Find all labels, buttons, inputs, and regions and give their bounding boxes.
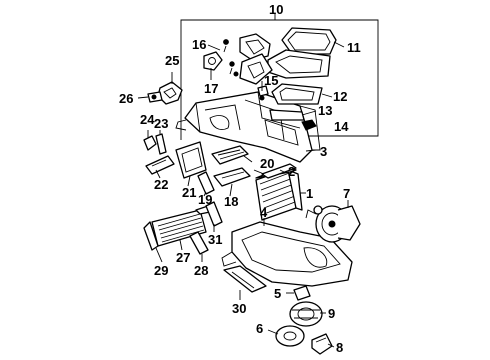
filter-18 — [213, 167, 251, 187]
callout-19: 19 — [198, 192, 212, 207]
heater-core — [143, 205, 211, 251]
small-screws — [223, 39, 265, 101]
callout-23: 23 — [154, 116, 168, 131]
callout-21: 21 — [182, 185, 196, 200]
callout-20: 20 — [260, 156, 274, 171]
callout-24: 24 — [140, 112, 155, 127]
blower-wheel-9 — [289, 301, 323, 327]
hose-connector-26 — [147, 91, 163, 103]
air-inlet-duct — [281, 27, 337, 55]
callout-10: 10 — [269, 2, 283, 17]
seal-31 — [205, 201, 223, 227]
callout-9: 9 — [328, 306, 335, 321]
callout-12: 12 — [333, 89, 347, 104]
callout-17: 17 — [204, 81, 218, 96]
connector-22 — [145, 155, 175, 175]
blower-motor — [305, 205, 361, 243]
kit-group-box — [180, 14, 379, 140]
callout-4: 4 — [260, 205, 268, 220]
callout-26: 26 — [119, 91, 133, 106]
harness-8 — [311, 333, 333, 355]
callout-27: 27 — [176, 250, 190, 265]
callout-15: 15 — [264, 73, 278, 88]
callout-7: 7 — [343, 186, 350, 201]
duct-30 — [223, 265, 267, 293]
leader-lines — [137, 41, 349, 348]
callout-25: 25 — [165, 53, 179, 68]
mode-door-assembly — [239, 53, 273, 85]
clip-15 — [257, 85, 269, 97]
callout-13: 13 — [318, 103, 332, 118]
callout-14: 14 — [334, 119, 349, 134]
actuator-bracket — [239, 33, 271, 61]
blower-housing-6 — [275, 325, 305, 347]
sensor-23 — [155, 133, 167, 155]
callout-30: 30 — [232, 301, 246, 316]
callout-31: 31 — [208, 232, 222, 247]
seal-19 — [197, 171, 215, 195]
callout-2: 2 — [288, 164, 295, 179]
callout-6: 6 — [256, 321, 263, 336]
callout-labels: 10 11 12 13 14 15 16 17 25 26 24 23 22 2… — [119, 2, 361, 355]
filter-20 — [211, 145, 249, 165]
resistor-5 — [293, 285, 311, 301]
blend-door — [271, 83, 323, 105]
callout-28: 28 — [194, 263, 208, 278]
callout-1: 1 — [306, 186, 313, 201]
seal-28 — [189, 231, 209, 255]
harness-clip-24 — [143, 135, 157, 151]
vacuum-motor — [203, 51, 223, 71]
callout-11: 11 — [347, 40, 361, 55]
callout-3: 3 — [320, 144, 327, 159]
callout-29: 29 — [154, 263, 168, 278]
door-seal — [269, 109, 305, 121]
callout-8: 8 — [336, 340, 343, 355]
callout-5: 5 — [274, 286, 281, 301]
seal-2 — [261, 163, 297, 179]
callout-16: 16 — [192, 37, 206, 52]
callout-18: 18 — [224, 194, 238, 209]
access-cover-21 — [175, 141, 207, 179]
callout-22: 22 — [154, 177, 168, 192]
